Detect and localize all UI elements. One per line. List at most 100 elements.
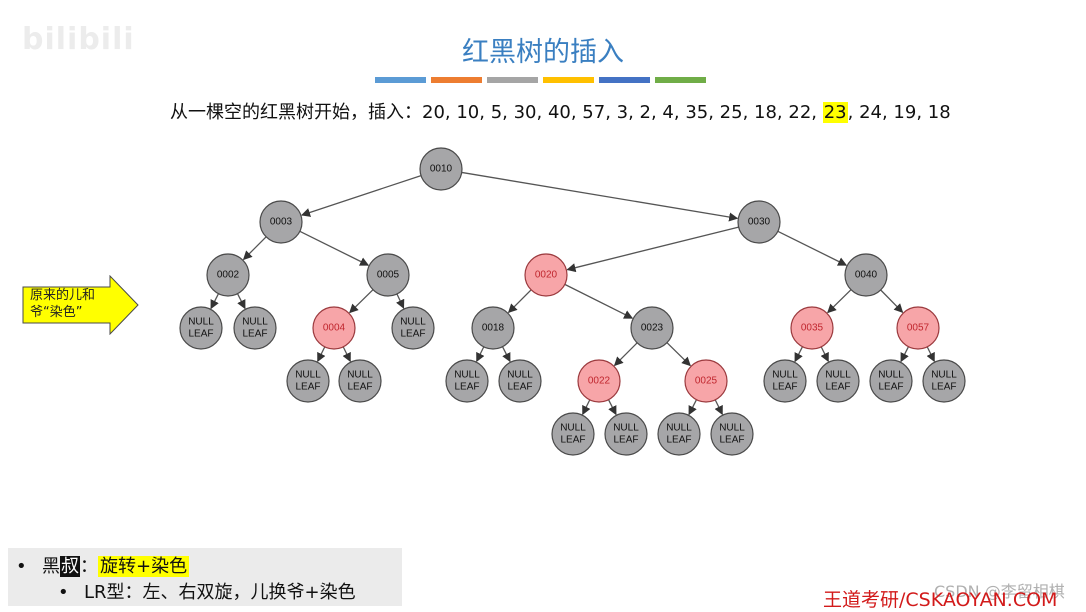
node-label: 0025 — [695, 376, 718, 387]
tree-node-0030: 0030 — [737, 200, 781, 244]
slide-title: 红黑树的插入 — [462, 37, 624, 68]
note-lr-text: LR型：左、右双旋，儿换爷+染色 — [84, 582, 356, 603]
tree-edge — [613, 342, 638, 367]
node-label: LEAF — [400, 329, 425, 340]
node-label: NULL — [560, 423, 586, 434]
side-note-arrow — [22, 275, 139, 335]
tree-node-0018: 0018 — [471, 306, 515, 350]
node-label: 0035 — [801, 323, 824, 334]
tree-edge — [564, 283, 634, 319]
tree-edge — [820, 346, 829, 363]
node-label: NULL — [878, 370, 904, 381]
tree-node-0040: 0040 — [844, 253, 888, 297]
node-label: 0023 — [641, 323, 664, 334]
sequence-prefix: 从一棵空的红黑树开始，插入： — [170, 102, 422, 123]
node-label: LEAF — [772, 382, 797, 393]
node-label: 0002 — [217, 270, 240, 281]
color-bar-strip — [375, 77, 706, 83]
tree-edge — [666, 342, 691, 367]
node-label: 0003 — [270, 217, 293, 228]
node-label: LEAF — [719, 435, 744, 446]
tree-edge — [299, 230, 370, 266]
note-line-1: •黑叔：旋转+染色 — [16, 552, 190, 578]
bilibili-watermark: bilibili — [22, 22, 135, 57]
tree-edge — [236, 293, 246, 310]
node-label: NULL — [666, 423, 692, 434]
node-label: NULL — [931, 370, 957, 381]
tree-node-0003: 0003 — [259, 200, 303, 244]
sequence-highlight: 23 — [822, 102, 848, 123]
tree-edge — [880, 289, 904, 313]
node-label: LEAF — [825, 382, 850, 393]
node-label: NULL — [825, 370, 851, 381]
node-label: NULL — [242, 317, 268, 328]
node-label: NULL — [400, 317, 426, 328]
node-label: LEAF — [242, 329, 267, 340]
node-label: LEAF — [613, 435, 638, 446]
tree-edge — [688, 399, 698, 416]
tree-edge — [210, 293, 220, 310]
side-note-line1: 原来的儿和 — [30, 288, 96, 303]
tree-node-0035: 0035 — [790, 306, 834, 350]
color-bar — [543, 77, 594, 83]
node-label: NULL — [719, 423, 745, 434]
sequence-after: , 24, 19, 18 — [847, 102, 951, 123]
tree-edge — [582, 399, 591, 416]
tree-edge — [827, 289, 852, 314]
tree-edge — [607, 399, 617, 416]
insert-sequence: 从一棵空的红黑树开始，插入：20, 10, 5, 30, 40, 57, 3, … — [170, 98, 951, 124]
tree-node-0022: 0022 — [577, 359, 621, 403]
tree-node-0002: 0002 — [206, 253, 250, 297]
tree-edge — [242, 236, 267, 261]
tree-edge — [342, 346, 351, 363]
tree-node-0023: 0023 — [630, 306, 674, 350]
node-label: LEAF — [188, 329, 213, 340]
csdn-watermark: CSDN @李留相棋 — [934, 582, 1065, 601]
bullet-icon: • — [16, 556, 27, 577]
node-label: LEAF — [347, 382, 372, 393]
note-uncle: 叔 — [60, 556, 80, 577]
side-note-text: 原来的儿和 爷“染色” — [30, 287, 130, 321]
node-label: NULL — [188, 317, 214, 328]
node-label: LEAF — [560, 435, 585, 446]
color-bar — [655, 77, 706, 83]
node-label: 0030 — [748, 217, 771, 228]
tree-edge — [349, 289, 374, 314]
sequence-before: 20, 10, 5, 30, 40, 57, 3, 2, 4, 35, 25, … — [422, 102, 823, 123]
color-bar — [599, 77, 650, 83]
color-bar — [375, 77, 426, 83]
tree-node-0005: 0005 — [366, 253, 410, 297]
color-bar — [431, 77, 482, 83]
node-label: 0010 — [430, 164, 453, 175]
tree-edge — [501, 346, 511, 363]
node-label: 0057 — [907, 323, 930, 334]
node-label: 0004 — [323, 323, 346, 334]
tree-edge — [566, 226, 739, 273]
node-label: NULL — [347, 370, 373, 381]
node-label: NULL — [772, 370, 798, 381]
tree-edge — [794, 346, 804, 363]
tree-edge — [317, 346, 326, 363]
tree-edge — [777, 230, 848, 266]
node-label: 0020 — [535, 270, 558, 281]
tree-edge — [900, 346, 910, 363]
node-label: 0005 — [377, 270, 400, 281]
tree-node-0057: 0057 — [896, 306, 940, 350]
tree-edge — [476, 346, 485, 363]
tree-edge — [714, 399, 723, 416]
node-label: 0040 — [855, 270, 878, 281]
node-label: LEAF — [666, 435, 691, 446]
color-bar — [487, 77, 538, 83]
node-label: LEAF — [507, 382, 532, 393]
